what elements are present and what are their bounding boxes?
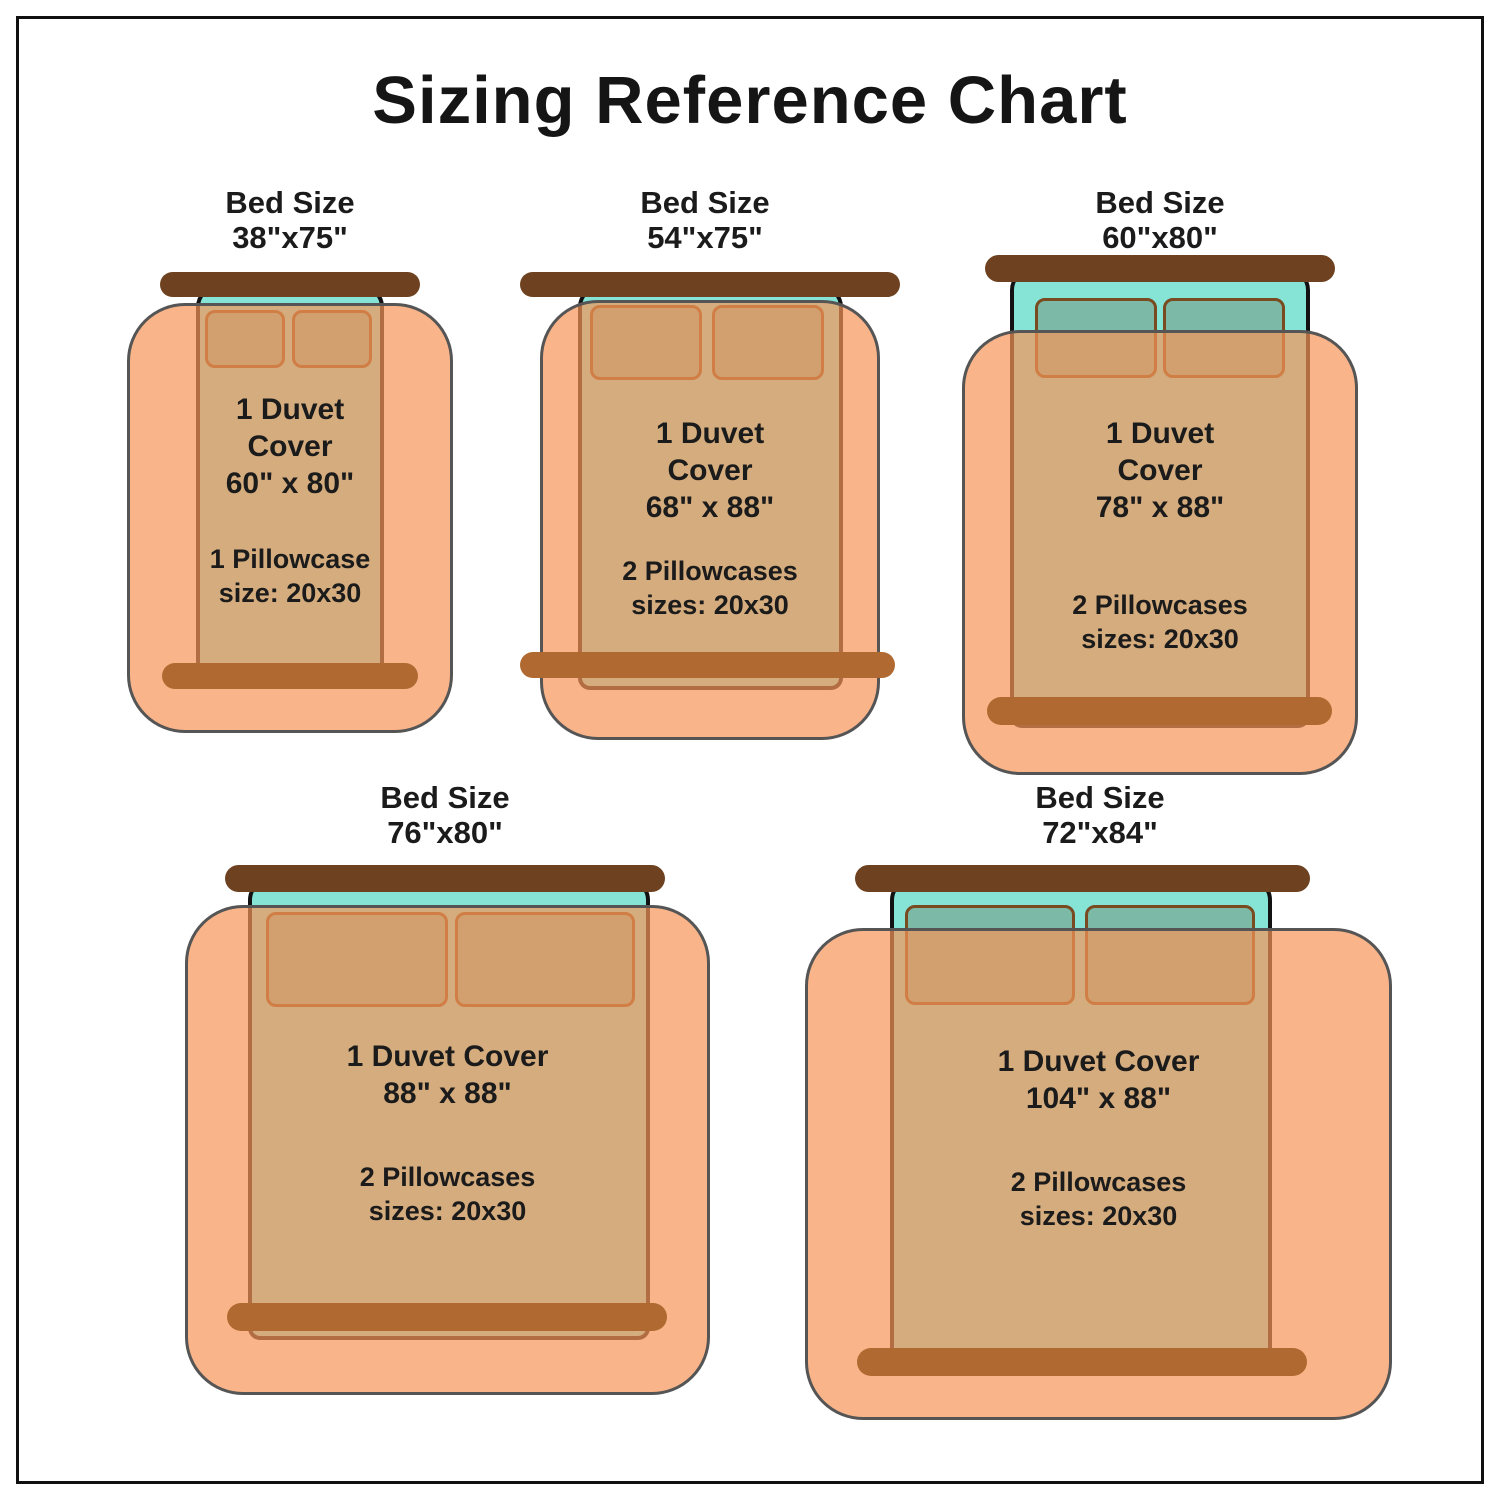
pillowcase-count-label: 1 Pillowcase (209, 544, 371, 574)
bed-size-value: 76"x80" (387, 815, 503, 850)
bed-size-title: Bed Size (1035, 780, 1165, 815)
duvet-info: 1 Duvet Cover 60" x 80" 1 Pillowcase siz… (130, 306, 450, 730)
pillowcase-size-label: sizes: 20x30 (1019, 1201, 1178, 1231)
bed-size-value: 38"x75" (232, 220, 348, 255)
pillowcase-count-label: 2 Pillowcases (1072, 590, 1248, 620)
bed-card-1: Bed Size 38"x75" 1 Duvet Cover 60" x 80"… (110, 185, 470, 745)
duvet-count-label: 1 Duvet Cover (997, 1045, 1200, 1078)
duvet-info: 1 Duvet Cover 104" x 88" 2 Pillowcases s… (808, 931, 1389, 1417)
headboard-bar (855, 865, 1310, 892)
bed-size-header: Bed Size 38"x75" (110, 185, 470, 255)
bed-size-header: Bed Size 72"x84" (790, 780, 1410, 850)
duvet-size-label: 78" x 88" (1095, 491, 1225, 524)
bed-size-value: 60"x80" (1102, 220, 1218, 255)
duvet-count-label: 1 Duvet Cover (1105, 417, 1215, 487)
headboard-bar (160, 272, 420, 297)
bed-diagram: 1 Duvet Cover 88" x 88" 2 Pillowcases si… (165, 780, 725, 1405)
bed-size-header: Bed Size 60"x80" (940, 185, 1380, 255)
footboard-bar (987, 697, 1332, 725)
pillowcase-count-label: 2 Pillowcases (1010, 1167, 1187, 1197)
bed-size-value: 54"x75" (647, 220, 763, 255)
duvet-cover-overlay: 1 Duvet Cover 104" x 88" 2 Pillowcases s… (805, 928, 1392, 1420)
pillowcase-info: 2 Pillowcases sizes: 20x30 (543, 554, 877, 622)
duvet-count-label: 1 Duvet Cover (655, 417, 765, 487)
pillowcase-info: 1 Pillowcase size: 20x30 (130, 542, 450, 610)
pillowcase-count-label: 2 Pillowcases (359, 1162, 536, 1192)
bed-size-title: Bed Size (1095, 185, 1225, 220)
bed-size-header: Bed Size 54"x75" (505, 185, 905, 255)
duvet-size-label: 88" x 88" (383, 1077, 512, 1110)
bed-diagram: 1 Duvet Cover 68" x 88" 2 Pillowcases si… (505, 185, 905, 750)
bed-card-3: Bed Size 60"x80" 1 Duvet Cover 78" x 88"… (940, 185, 1380, 785)
pillowcase-info: 2 Pillowcases sizes: 20x30 (965, 588, 1355, 656)
duvet-info: 1 Duvet Cover 68" x 88" 2 Pillowcases si… (543, 303, 877, 737)
duvet-cover-overlay: 1 Duvet Cover 60" x 80" 1 Pillowcase siz… (127, 303, 453, 733)
pillowcase-size-label: size: 20x30 (218, 578, 362, 608)
headboard-bar (985, 255, 1335, 282)
duvet-size-label: 104" x 88" (1025, 1082, 1172, 1115)
bed-diagram: 1 Duvet Cover 60" x 80" 1 Pillowcase siz… (110, 185, 470, 745)
pillowcase-count-label: 2 Pillowcases (622, 556, 798, 586)
bed-size-title: Bed Size (225, 185, 355, 220)
pillowcase-info: 2 Pillowcases sizes: 20x30 (808, 1165, 1389, 1233)
duvet-size-label: 60" x 80" (225, 467, 355, 500)
bed-diagram: 1 Duvet Cover 78" x 88" 2 Pillowcases si… (940, 185, 1380, 785)
duvet-info: 1 Duvet Cover 78" x 88" 2 Pillowcases si… (965, 333, 1355, 772)
bed-size-value: 72"x84" (1042, 815, 1158, 850)
bed-size-title: Bed Size (380, 780, 510, 815)
footboard-bar (857, 1348, 1307, 1376)
bed-size-header: Bed Size 76"x80" (165, 780, 725, 850)
duvet-count-label: 1 Duvet Cover (235, 393, 345, 463)
bed-card-2: Bed Size 54"x75" 1 Duvet Cover 68" x 88"… (505, 185, 905, 750)
pillowcase-size-label: sizes: 20x30 (368, 1196, 527, 1226)
headboard-bar (520, 272, 900, 297)
pillowcase-size-label: sizes: 20x30 (1081, 624, 1239, 654)
duvet-count-label: 1 Duvet Cover (346, 1040, 549, 1073)
duvet-size-label: 68" x 88" (645, 491, 775, 524)
duvet-info: 1 Duvet Cover 88" x 88" 2 Pillowcases si… (188, 908, 707, 1392)
pillowcase-size-label: sizes: 20x30 (631, 590, 789, 620)
footboard-bar (227, 1303, 667, 1331)
footboard-bar (162, 663, 418, 689)
footboard-bar (520, 652, 895, 678)
bed-diagram: 1 Duvet Cover 104" x 88" 2 Pillowcases s… (790, 780, 1410, 1430)
pillowcase-info: 2 Pillowcases sizes: 20x30 (188, 1160, 707, 1228)
bed-card-5: Bed Size 72"x84" 1 Duvet Cover 104" x 88… (790, 780, 1410, 1430)
bed-card-4: Bed Size 76"x80" 1 Duvet Cover 88" x 88"… (165, 780, 725, 1405)
page-title: Sizing Reference Chart (372, 63, 1128, 138)
bed-size-title: Bed Size (640, 185, 770, 220)
headboard-bar (225, 865, 665, 892)
